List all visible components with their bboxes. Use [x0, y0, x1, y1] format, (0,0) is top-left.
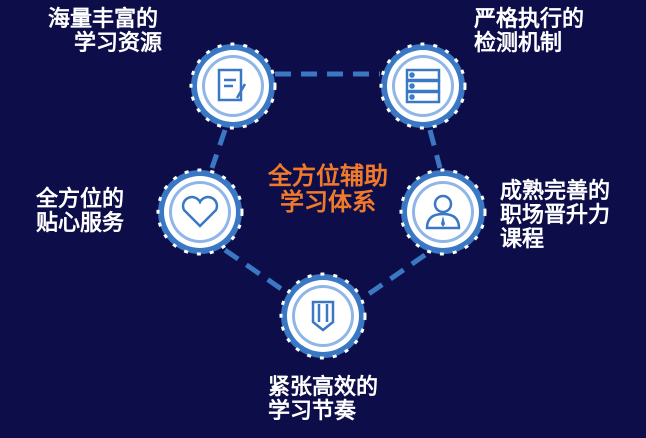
node-career-courses — [397, 166, 489, 258]
center-title-line1: 全方位辅助 — [268, 162, 388, 190]
label-career-courses: 成熟完善的 职场晋升力 课程 — [500, 180, 610, 252]
heart-icon — [156, 168, 244, 256]
label-line: 全方位的 — [36, 187, 125, 212]
node-learning-resources — [187, 40, 279, 132]
label-line: 海量丰富的 — [48, 7, 159, 32]
label-line: 紧张高效的 — [268, 375, 379, 400]
center-title-line2: 学习体系 — [280, 188, 376, 216]
node-learning-pace — [277, 270, 369, 362]
label-line: 成熟完善的 — [500, 179, 611, 204]
node-service — [154, 166, 246, 258]
label-line: 学习节奏 — [268, 399, 357, 424]
user-icon — [399, 168, 487, 256]
label-line: 学习资源 — [74, 31, 163, 56]
label-line: 职场晋升力 — [500, 203, 611, 228]
document-edit-icon — [189, 42, 277, 130]
label-testing-mechanism: 严格执行的 检测机制 — [474, 8, 584, 56]
label-learning-pace: 紧张高效的 学习节奏 — [268, 376, 378, 424]
label-line: 严格执行的 — [474, 7, 585, 32]
label-service: 全方位的 贴心服务 — [36, 188, 124, 236]
server-icon — [379, 42, 467, 130]
center-title: 全方位辅助 学习体系 — [258, 163, 398, 215]
label-line: 课程 — [500, 227, 545, 252]
node-testing-mechanism — [377, 40, 469, 132]
label-learning-resources: 海量丰富的 学习资源 — [48, 8, 162, 56]
pencil-badge-icon — [279, 272, 367, 360]
label-line: 检测机制 — [474, 31, 563, 56]
label-line: 贴心服务 — [36, 211, 125, 236]
